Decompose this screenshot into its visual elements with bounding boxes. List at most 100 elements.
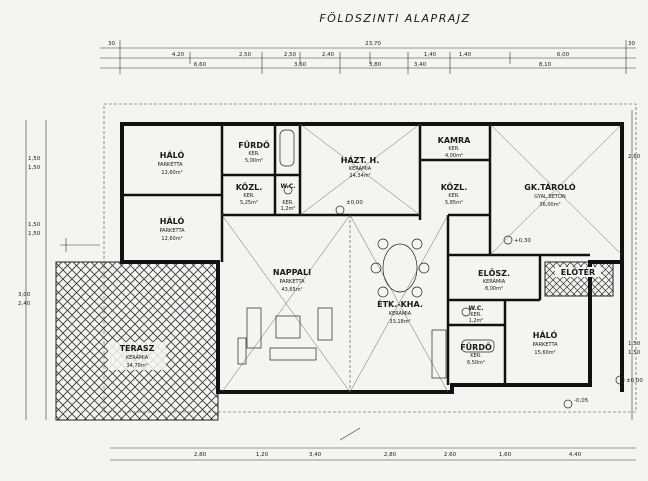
left-dimension-chain: 1,50 1,50 1,50 1,50 3,00 2,40 [18, 120, 47, 420]
dim-r3-3: 3,80 [369, 62, 382, 68]
top-dimension-chain: 30 23,70 30 4,20 2,50 2,50 2,40 1,40 1,4… [100, 40, 636, 74]
dim-r2-5: 1,40 [424, 52, 437, 58]
svg-text:-0,05: -0,05 [574, 398, 589, 404]
svg-text:KER.: KER. [448, 193, 460, 199]
svg-text:12,60m²: 12,60m² [161, 170, 182, 176]
room-wc-2: W.C. KER. 1,2m² [468, 305, 483, 324]
svg-text:KER.: KER. [282, 200, 294, 206]
svg-text:PARKETTA: PARKETTA [532, 342, 558, 348]
room-entrance: ELŐTÉR [555, 266, 601, 277]
room-bedroom-3: HÁLÓ PARKETTA 15,60m² [532, 329, 558, 356]
svg-text:5,85m²: 5,85m² [445, 200, 463, 206]
dim-bottom-4: 2,80 [384, 452, 397, 458]
dim-r2-7: 6,00 [557, 52, 570, 58]
dim-r3-5: 8,10 [539, 62, 552, 68]
svg-text:5,00m²: 5,00m² [245, 158, 263, 164]
dim-r2-3: 2,50 [284, 52, 297, 58]
section-line-bottom [339, 427, 361, 441]
svg-text:PARKETTA: PARKETTA [279, 279, 305, 285]
room-corridor-1: KÖZL. KER. 5,25m² [236, 182, 263, 206]
svg-text:W.C.: W.C. [468, 305, 483, 312]
svg-text:KER.: KER. [470, 353, 482, 359]
svg-text:W.C.: W.C. [280, 183, 295, 190]
dim-left-5: 3,00 [18, 292, 31, 298]
room-living: NAPPALI PARKETTA 43,65m² [273, 268, 311, 293]
svg-text:PARKETTA: PARKETTA [159, 228, 185, 234]
svg-text:1,2m²: 1,2m² [469, 318, 484, 324]
dim-left-1: 1,50 [28, 156, 41, 162]
svg-text:GYAL.BETON: GYAL.BETON [534, 194, 566, 200]
dim-top-1: 30 [108, 41, 115, 47]
room-terrace: TERASZ KERÁMIA 34,70m² [108, 342, 166, 370]
terrace-hatch [55, 261, 219, 421]
kitchen-counter [431, 329, 447, 379]
svg-text:8,00m²: 8,00m² [485, 286, 503, 292]
dim-left-3: 1,50 [28, 222, 41, 228]
dim-left-2: 1,50 [28, 165, 41, 171]
level-markers: ±0,00 +0,30 -0,05 ±0,00 [335, 200, 643, 409]
dim-right-1: 2,60 [628, 154, 641, 160]
room-bedroom-2: HÁLÓ PARKETTA 12,60m² [159, 215, 185, 242]
room-hall: ELŐSZ. KERÁMIA 8,00m² [478, 268, 510, 292]
room-bedroom-1: HÁLÓ PARKETTA 12,60m² [157, 149, 184, 176]
level-marker-icon [503, 235, 513, 245]
bathtub-upper [279, 129, 295, 167]
svg-text:NAPPALI: NAPPALI [273, 268, 311, 277]
svg-text:HÁLÓ: HÁLÓ [160, 215, 185, 226]
dim-r3-4: 3,40 [414, 62, 427, 68]
dim-r2-4: 2,40 [322, 52, 335, 58]
svg-text:ELŐSZ.: ELŐSZ. [478, 268, 510, 278]
dim-bottom-6: 1,60 [499, 452, 512, 458]
svg-text:KER.: KER. [448, 146, 460, 152]
svg-text:5,25m²: 5,25m² [240, 200, 258, 206]
svg-text:KERÁMIA: KERÁMIA [126, 354, 149, 361]
dim-top-3: 30 [628, 41, 635, 47]
living-room-sofa [237, 307, 333, 365]
dim-r3-1: 6,60 [194, 62, 207, 68]
wc-bowl-upper [283, 185, 293, 195]
svg-text:1,2m²: 1,2m² [281, 206, 296, 212]
svg-text:6,50m²: 6,50m² [467, 360, 485, 366]
dim-top-total: 23,70 [365, 41, 381, 47]
svg-text:KER.: KER. [470, 312, 482, 318]
dim-bottom-2: 1,20 [256, 452, 269, 458]
dim-bottom-7: 4,40 [569, 452, 582, 458]
dim-r2-1: 4,20 [172, 52, 185, 58]
dim-left-4: 1,50 [28, 231, 41, 237]
wc-bowl-lower [461, 307, 471, 317]
bathtub-lower [461, 339, 495, 353]
plan-title: FÖLDSZINTI ALAPRAJZ [319, 12, 470, 25]
dim-left-6: 2,40 [18, 301, 31, 307]
svg-text:±0,00: ±0,00 [626, 378, 643, 384]
level-marker-icon [563, 399, 573, 409]
svg-text:HÁLÓ: HÁLÓ [160, 149, 185, 160]
room-pantry: KAMRA KER. 4,00m² [438, 136, 472, 159]
svg-text:43,65m²: 43,65m² [281, 287, 302, 293]
svg-text:FÜRDŐ: FÜRDŐ [460, 342, 492, 352]
svg-text:KAMRA: KAMRA [438, 136, 472, 145]
room-corridor-2: KÖZL. KER. 5,85m² [441, 182, 468, 206]
svg-text:KER.: KER. [248, 151, 260, 157]
svg-text:TERASZ: TERASZ [120, 344, 155, 353]
room-bathroom-1: FÜRDŐ KER. 5,00m² [238, 140, 270, 164]
svg-text:ÉTK.-KHA.: ÉTK.-KHA. [377, 298, 423, 309]
svg-text:KÖZL.: KÖZL. [236, 182, 263, 192]
svg-text:HÁZT. H.: HÁZT. H. [341, 154, 380, 165]
roof-outline [103, 103, 637, 413]
svg-text:KER.: KER. [243, 193, 255, 199]
svg-text:12,60m²: 12,60m² [161, 236, 182, 242]
svg-text:FÜRDŐ: FÜRDŐ [238, 140, 270, 150]
svg-text:ELŐTÉR: ELŐTÉR [561, 266, 595, 277]
dim-right-2: 1,50 [628, 341, 641, 347]
svg-text:KERÁMIA: KERÁMIA [483, 278, 506, 285]
svg-text:4,00m²: 4,00m² [445, 153, 463, 159]
level-marker-icon [335, 205, 345, 215]
room-bathroom-2: FÜRDŐ KER. 6,50m² [460, 342, 492, 366]
room-labels: HÁLÓ PARKETTA 12,60m² HÁLÓ PARKETTA 12,6… [108, 136, 601, 370]
svg-text:PARKETTA: PARKETTA [157, 162, 183, 168]
svg-text:+0,30: +0,30 [514, 238, 531, 244]
room-utility: HÁZT. H. KERÁMIA 24,34m² [341, 154, 380, 179]
right-dimension-chain: 2,60 1,50 1,50 [628, 110, 641, 420]
dim-r2-6: 1,40 [459, 52, 472, 58]
